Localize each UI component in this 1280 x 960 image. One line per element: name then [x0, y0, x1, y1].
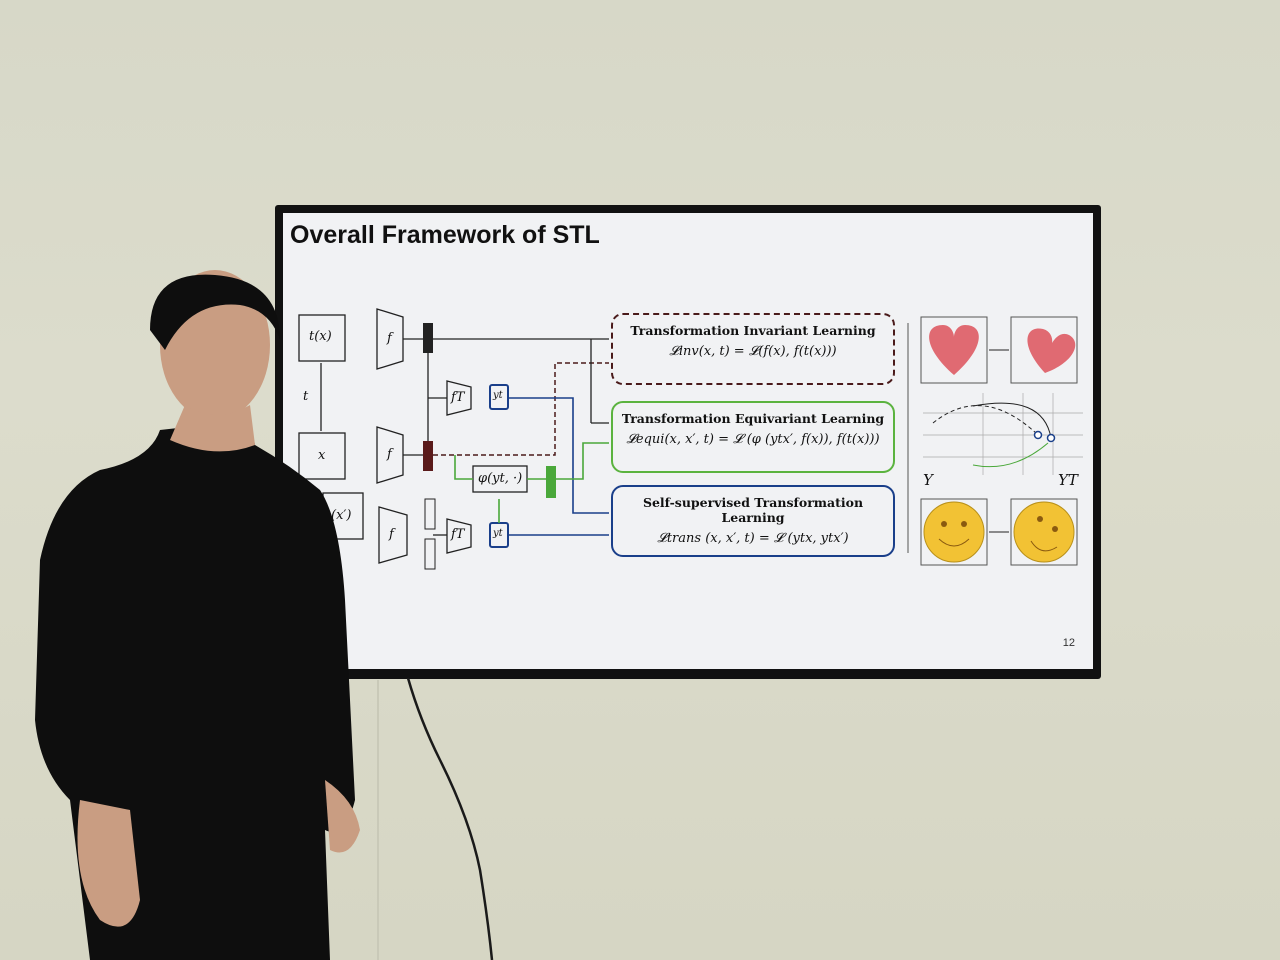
framework-diagram — [298, 308, 1083, 570]
encoder-f-bottom — [378, 506, 408, 564]
smiley-icon — [923, 501, 985, 563]
transformation-learning-box: Self-supervised Transformation Learning … — [611, 485, 895, 557]
encoder-f-mid — [376, 426, 404, 484]
invariant-formula: 𝓛inv(x, t) = 𝓛(f(x), f(t(x))) — [669, 344, 837, 359]
presenter — [35, 270, 360, 960]
slide-title: Overall Framework of STL — [290, 221, 600, 249]
equivariant-learning-box: Transformation Equivariant Learning 𝓛equ… — [611, 401, 895, 473]
label-f-bottom: f — [389, 527, 394, 542]
label-tx: t(x) — [309, 329, 332, 344]
label-t: t — [303, 389, 309, 404]
label-yt-top: yt — [493, 390, 503, 401]
rotated-smiley-image-box — [1010, 498, 1078, 566]
label-YT: YT — [1058, 471, 1078, 489]
equivariant-heading: Transformation Equivariant Learning — [621, 411, 885, 426]
label-x: x — [318, 448, 326, 463]
label-Y: Y — [923, 471, 933, 489]
rotated-heart-image-box — [1010, 316, 1078, 384]
label-f-mid: f — [387, 447, 392, 462]
label-ft-bottom: fT — [451, 527, 465, 542]
label-phi: φ(yt, ·) — [478, 471, 523, 486]
heart-image-box — [920, 316, 988, 384]
tx-box — [298, 314, 346, 362]
power-cable — [406, 677, 494, 960]
transformation-heading: Self-supervised Transformation Learning — [642, 495, 864, 525]
heart-rotated-icon — [1027, 328, 1076, 373]
smiley-image-box — [920, 498, 988, 566]
invariant-heading: Transformation Invariant Learning — [630, 323, 876, 338]
transformation-formula: 𝓛trans (x, x′, t) = 𝓛 (ytx, ytx′) — [657, 531, 849, 546]
page-number: 12 — [1062, 637, 1075, 649]
equivariant-formula: 𝓛equi(x, x′, t) = 𝓛 (φ (ytx′, f(x)), f(t… — [626, 432, 880, 447]
ft-bottom — [446, 518, 472, 554]
encoder-f-top — [376, 308, 404, 370]
heart-icon — [929, 325, 979, 375]
label-xprime: (x′) — [331, 508, 352, 523]
label-ft-top: fT — [451, 390, 465, 405]
x-box — [298, 432, 346, 480]
label-f-top: f — [387, 331, 392, 346]
smiley-rotated-icon — [1013, 501, 1075, 563]
invariant-learning-box: Transformation Invariant Learning 𝓛inv(x… — [611, 313, 895, 385]
label-yt-bottom: yt — [493, 528, 503, 539]
ft-top — [446, 380, 472, 416]
presentation-slide: Overall Framework of STL — [283, 213, 1093, 669]
